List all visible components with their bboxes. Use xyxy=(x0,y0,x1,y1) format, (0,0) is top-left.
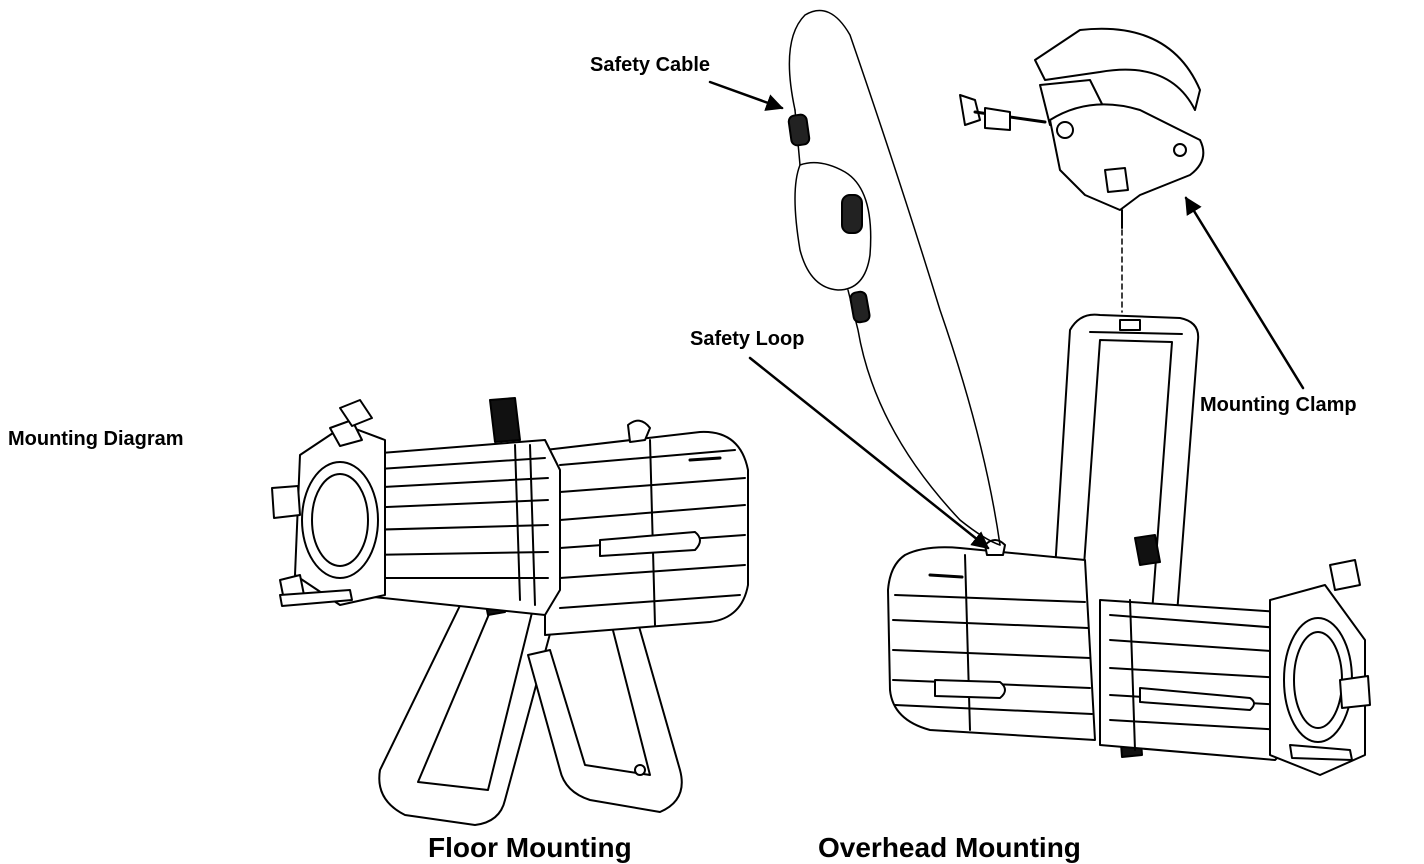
safety-cable-label: Safety Cable xyxy=(590,54,711,76)
floor-mounting-caption: Floor Mounting xyxy=(428,832,632,863)
overhead-mounting-caption: Overhead Mounting xyxy=(818,832,1081,863)
floor-lens-ring xyxy=(271,399,386,607)
mounting-clamp-label: Mounting Clamp xyxy=(1200,394,1357,416)
diagram-title: Mounting Diagram xyxy=(8,428,184,450)
safety-cable xyxy=(787,9,1001,546)
cable-lock xyxy=(841,194,863,234)
overhead-fixture xyxy=(887,313,1371,776)
safety-loop-arrow xyxy=(748,356,990,550)
floor-rear-housing xyxy=(544,419,749,636)
floor-barrel xyxy=(354,397,561,616)
safety-loop-label: Safety Loop xyxy=(690,328,805,350)
overhead-barrel xyxy=(1099,599,1291,761)
overhead-rear-housing xyxy=(887,539,1143,758)
safety-cable-arrow xyxy=(708,80,784,111)
overhead-lens-ring xyxy=(1269,559,1371,776)
mounting-clamp-arrow xyxy=(1184,196,1305,390)
floor-fixture xyxy=(271,397,749,826)
cable-ferrule xyxy=(787,113,811,147)
mounting-clamp xyxy=(959,27,1205,313)
